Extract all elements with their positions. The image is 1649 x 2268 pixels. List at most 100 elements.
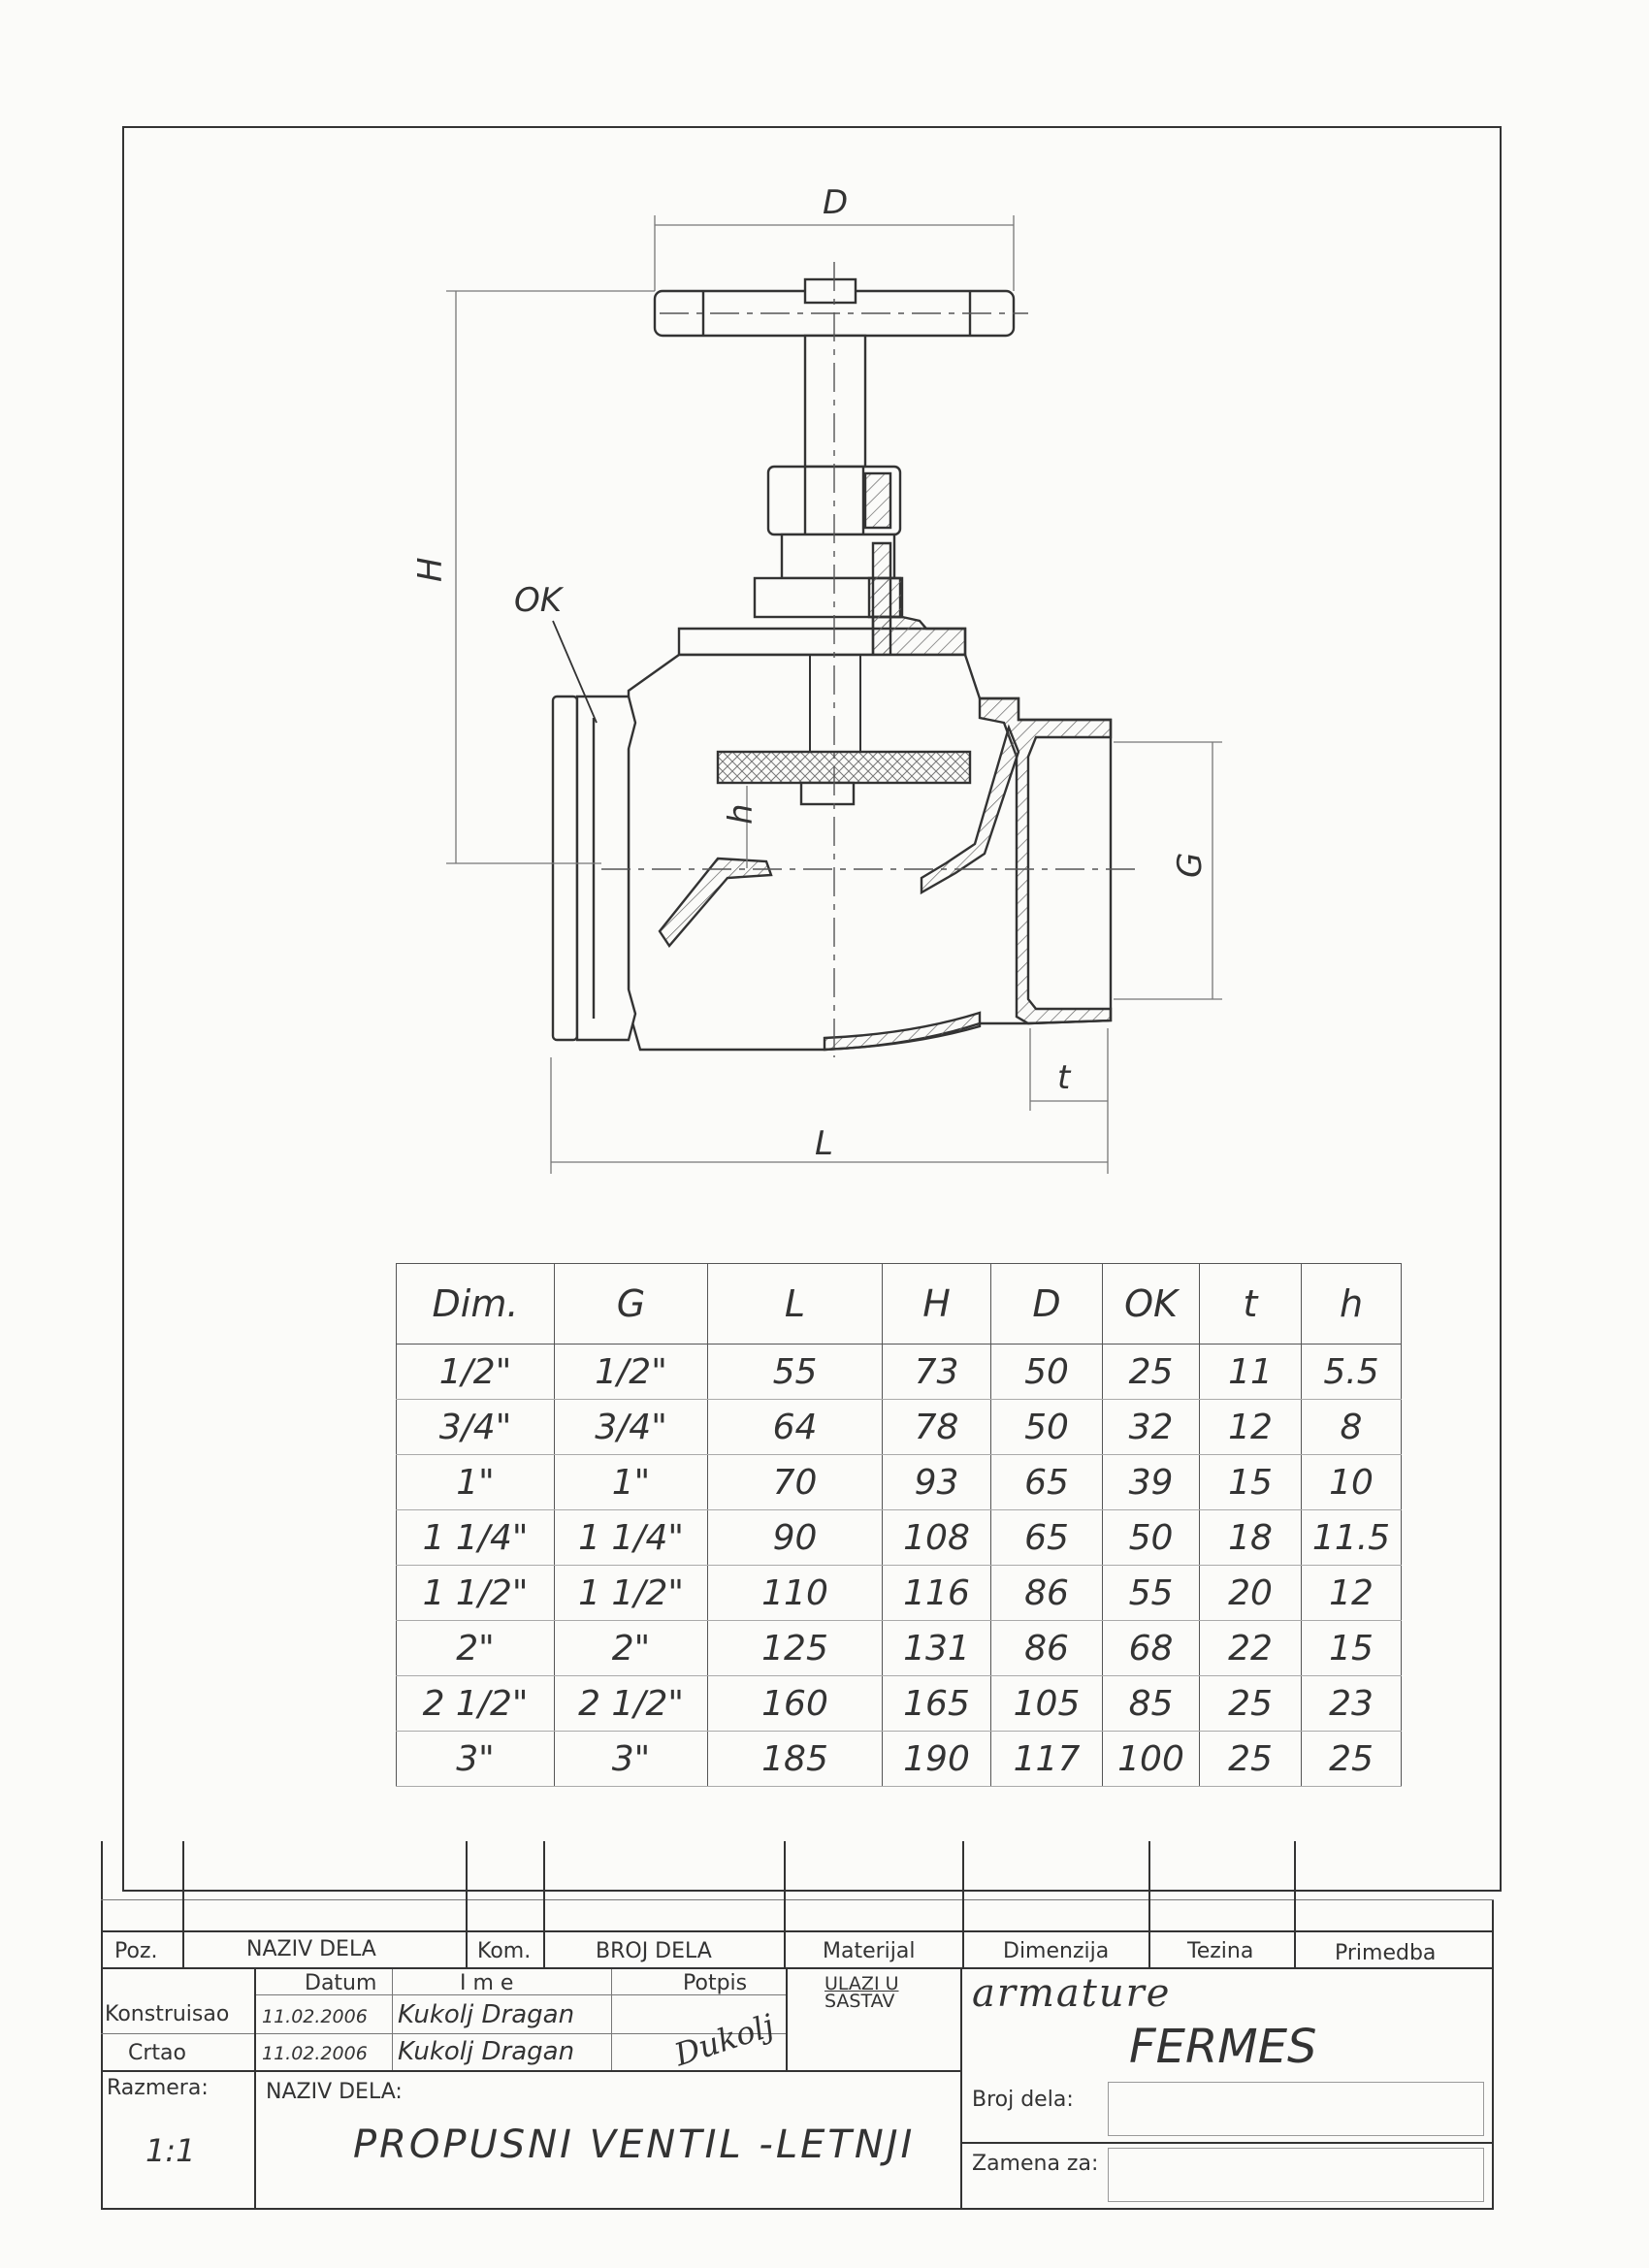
cell: 90 [707, 1509, 883, 1566]
header-primedba: Primedba [1335, 1941, 1437, 1965]
label-h: H [411, 557, 450, 582]
cell: 73 [882, 1344, 991, 1400]
label-l: L [815, 1124, 833, 1163]
cell: 116 [882, 1565, 991, 1621]
cell: 70 [707, 1454, 883, 1510]
crtao-date: 11.02.2006 [262, 2043, 368, 2064]
label-t: t [1057, 1058, 1072, 1097]
table-row: 3" 3" 185 190 117 100 25 25 [396, 1731, 1402, 1787]
header-l: L [707, 1263, 883, 1345]
table-row: 2" 2" 125 131 86 68 22 15 [396, 1620, 1402, 1676]
header-g: G [554, 1263, 708, 1345]
cell: 39 [1102, 1454, 1200, 1510]
cell: 12 [1301, 1565, 1402, 1621]
header-t: t [1199, 1263, 1302, 1345]
cell: 1 1/4" [554, 1509, 708, 1566]
scale-value: 1:1 [146, 2132, 196, 2169]
cell: 65 [990, 1454, 1103, 1510]
valve-drawing: D H OK h G t L [411, 183, 1222, 1174]
konstruisao-label: Konstruisao [105, 2002, 230, 2026]
cell: 1 1/2" [554, 1565, 708, 1621]
cell: 68 [1102, 1620, 1200, 1676]
cell: 5.5 [1301, 1344, 1402, 1400]
cell: 50 [990, 1399, 1103, 1455]
cell: 86 [990, 1620, 1103, 1676]
cell: 78 [882, 1399, 991, 1455]
cell: 55 [1102, 1565, 1200, 1621]
cell: 64 [707, 1399, 883, 1455]
cell: 18 [1199, 1509, 1302, 1566]
cell: 25 [1199, 1731, 1302, 1787]
cell: 125 [707, 1620, 883, 1676]
cell: 117 [990, 1731, 1103, 1787]
cell: 86 [990, 1565, 1103, 1621]
crtao-name: Kukolj Dragan [398, 2037, 575, 2066]
cell: 2 1/2" [396, 1675, 555, 1732]
cell: 25 [1199, 1675, 1302, 1732]
cell: 100 [1102, 1731, 1200, 1787]
cell: 25 [1102, 1344, 1200, 1400]
table-row: 1 1/2" 1 1/2" 110 116 86 55 20 12 [396, 1565, 1402, 1621]
cell: 11 [1199, 1344, 1302, 1400]
cell: 15 [1301, 1620, 1402, 1676]
sastav-label: SASTAV [824, 1991, 895, 2012]
header-dimenzija: Dimenzija [1003, 1939, 1110, 1963]
cell: 20 [1199, 1565, 1302, 1621]
cell: 160 [707, 1675, 883, 1732]
cell: 1" [554, 1454, 708, 1510]
header-materijal: Materijal [823, 1939, 916, 1963]
cell: 65 [990, 1509, 1103, 1566]
crtao-label: Crtao [128, 2041, 186, 2065]
cell: 2 1/2" [554, 1675, 708, 1732]
razmera-label: Razmera: [107, 2076, 209, 2100]
cell: 1 1/2" [396, 1565, 555, 1621]
header-naziv-dela: NAZIV DELA [246, 1937, 376, 1961]
header-kom: Kom. [477, 1939, 532, 1963]
title-block: Poz. NAZIV DELA Kom. BROJ DELA Materijal… [101, 1841, 1494, 2210]
header-small-h: h [1301, 1263, 1402, 1345]
cell: 1/2" [396, 1344, 555, 1400]
company-name-line2: FERMES [1129, 2020, 1317, 2074]
cell: 1/2" [554, 1344, 708, 1400]
cell: 3" [554, 1731, 708, 1787]
cell: 131 [882, 1620, 991, 1676]
zamena-za-field [1108, 2148, 1484, 2202]
label-g: G [1171, 853, 1210, 878]
table-row: 1/2" 1/2" 55 73 50 25 11 5.5 [396, 1344, 1402, 1400]
cell: 11.5 [1301, 1509, 1402, 1566]
table-row: 2 1/2" 2 1/2" 160 165 105 85 25 23 [396, 1675, 1402, 1732]
table-row: 1 1/4" 1 1/4" 90 108 65 50 18 11.5 [396, 1509, 1402, 1566]
cell: 23 [1301, 1675, 1402, 1732]
cell: 55 [707, 1344, 883, 1400]
label-d: D [823, 183, 848, 222]
cell: 8 [1301, 1399, 1402, 1455]
ulazi-u-label: ULAZI U [824, 1973, 899, 1994]
broj-dela-label: Broj dela: [972, 2088, 1074, 2112]
cell: 15 [1199, 1454, 1302, 1510]
header-tezina: Tezina [1187, 1939, 1254, 1963]
cell: 1" [396, 1454, 555, 1510]
label-ok: OK [514, 581, 565, 620]
cell: 105 [990, 1675, 1103, 1732]
cell: 185 [707, 1731, 883, 1787]
label-small-h: h [722, 803, 760, 825]
cell: 85 [1102, 1675, 1200, 1732]
drawing-frame [122, 126, 1502, 1892]
cell: 165 [882, 1675, 991, 1732]
cell: 2" [554, 1620, 708, 1676]
cell: 108 [882, 1509, 991, 1566]
column-ime: I m e [460, 1971, 514, 1995]
table-row: 1" 1" 70 93 65 39 15 10 [396, 1454, 1402, 1510]
cell: 110 [707, 1565, 883, 1621]
header-h: H [882, 1263, 991, 1345]
cell: 50 [1102, 1509, 1200, 1566]
dimension-table: Dim. G L H D OK t h 1/2" 1/2" 55 73 50 2… [396, 1263, 1402, 1787]
header-dim: Dim. [396, 1263, 555, 1345]
naziv-dela-label: NAZIV DELA: [266, 2080, 403, 2104]
cell: 2" [396, 1620, 555, 1676]
cell: 1 1/4" [396, 1509, 555, 1566]
header-poz: Poz. [114, 1939, 158, 1963]
zamena-za-label: Zamena za: [972, 2152, 1099, 2176]
cell: 93 [882, 1454, 991, 1510]
cell: 3" [396, 1731, 555, 1787]
